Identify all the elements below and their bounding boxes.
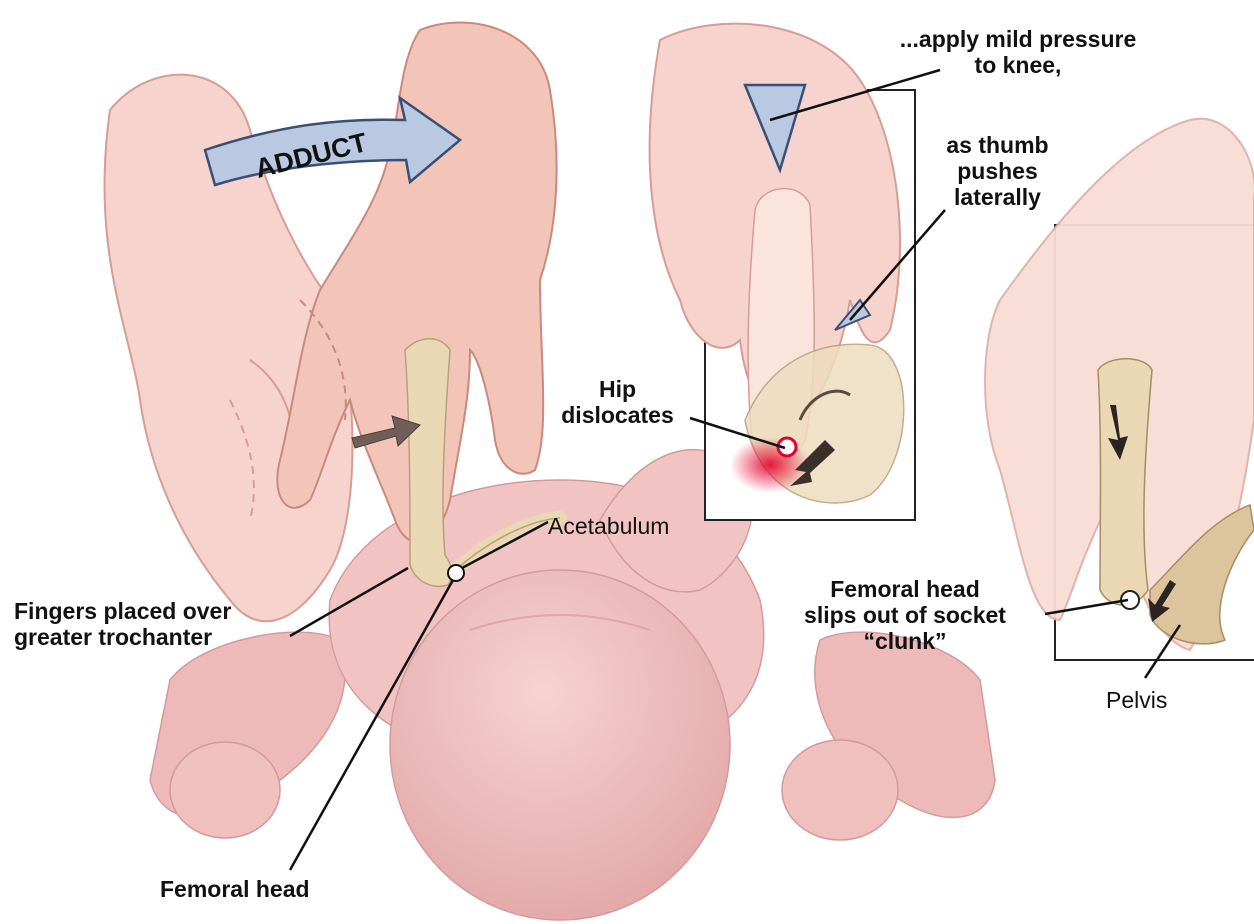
- hip-dislocates-label: Hip dislocates: [545, 376, 690, 428]
- inset-center: [650, 24, 915, 520]
- acetabulum-label: Acetabulum: [548, 513, 728, 539]
- pelvis-label: Pelvis: [1106, 687, 1226, 713]
- fingers-placed-label: Fingers placed over greater trochanter: [14, 598, 314, 650]
- femoral-head-slips-label: Femoral head slips out of socket “clunk”: [760, 576, 1050, 654]
- apply-pressure-label: ...apply mild pressure to knee,: [858, 26, 1178, 78]
- leader-pelvis: [1145, 625, 1180, 678]
- femoral-head-label: Femoral head: [160, 876, 380, 902]
- thumb-pushes-label: as thumb pushes laterally: [925, 132, 1070, 210]
